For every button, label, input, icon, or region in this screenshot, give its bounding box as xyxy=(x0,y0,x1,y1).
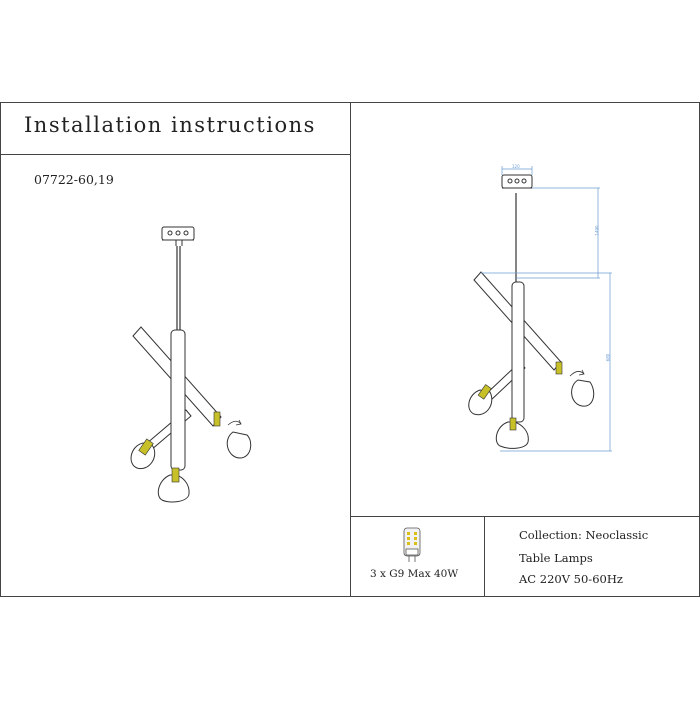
lamp-drawing-left xyxy=(130,226,252,503)
spec-type: Table Lamps xyxy=(519,551,593,565)
g9-bulb-icon xyxy=(403,527,421,562)
lamp-drawing-right xyxy=(468,174,595,449)
dimension-lines xyxy=(481,166,612,452)
dimension-canopy-width: 120 xyxy=(512,164,520,169)
spec-power: AC 220V 50-60Hz xyxy=(519,572,623,586)
bulb-caption: 3 x G9 Max 40W xyxy=(370,568,459,580)
dimension-body-height: 680 xyxy=(605,353,611,362)
dimension-drop-length: 1490 xyxy=(594,225,600,236)
page-title: Installation instructions xyxy=(24,113,316,137)
spec-collection: Collection: Neoclassic xyxy=(519,528,649,542)
model-number: 07722-60,19 xyxy=(34,172,114,187)
